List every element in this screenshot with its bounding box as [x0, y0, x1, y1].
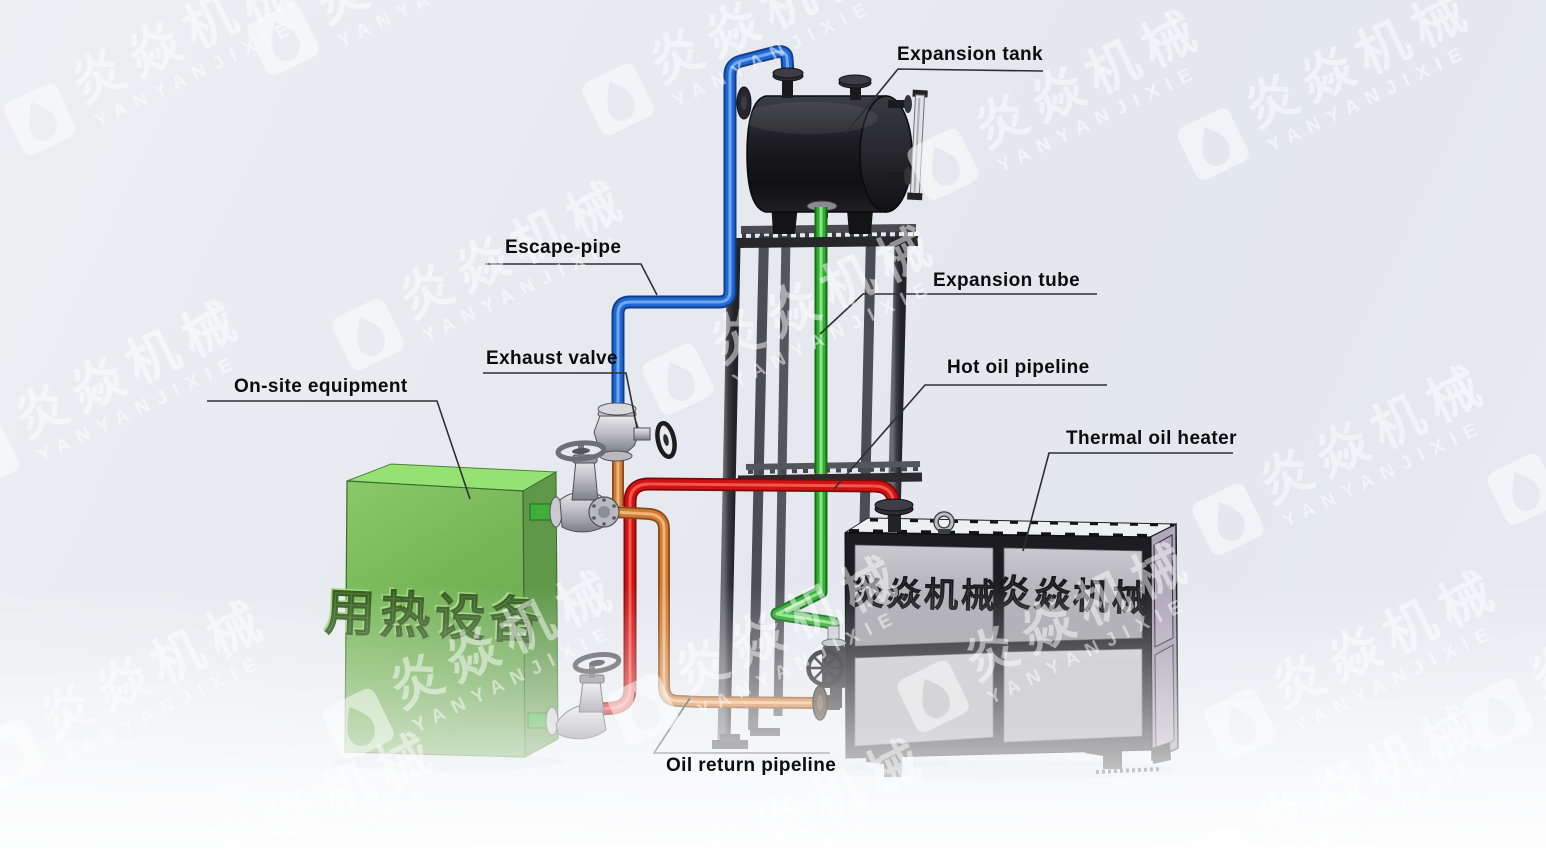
- callout-on-site-equipment: On-site equipment: [234, 376, 408, 397]
- leader-expansion-tube: [819, 293, 1097, 335]
- return-valve-handwheel: [572, 652, 622, 674]
- callout-expansion-tube: Expansion tube: [933, 270, 1081, 291]
- exhaust-valve-handwheel: [655, 421, 677, 459]
- return-globe-valve: [555, 652, 622, 740]
- callout-hot-oil-pipeline: Hot oil pipeline: [947, 357, 1090, 378]
- callout-oil-return-pipeline: Oil return pipeline: [666, 755, 837, 776]
- supply-valve-handwheel: [555, 440, 607, 462]
- callout-exhaust-valve: Exhaust valve: [486, 348, 618, 369]
- exhaust-valve: [593, 402, 677, 462]
- on-site-marking: 用热设备: [324, 584, 546, 650]
- callout-escape-pipe: Escape-pipe: [505, 237, 622, 258]
- thermal-oil-heater-cabinet: 炎焱机械 炎焱机械: [844, 511, 1179, 777]
- callout-thermal-oil-heater: Thermal oil heater: [1066, 428, 1237, 449]
- callout-expansion-tank: Expansion tank: [897, 44, 1044, 65]
- heater-marking-right: 炎焱机械: [994, 572, 1152, 620]
- leader-escape-pipe: [485, 263, 658, 296]
- expansion-tank: [736, 74, 928, 234]
- on-site-equipment-box: 用热设备 用热设备: [322, 463, 563, 758]
- heater-marking-left: 炎焱机械: [850, 574, 999, 616]
